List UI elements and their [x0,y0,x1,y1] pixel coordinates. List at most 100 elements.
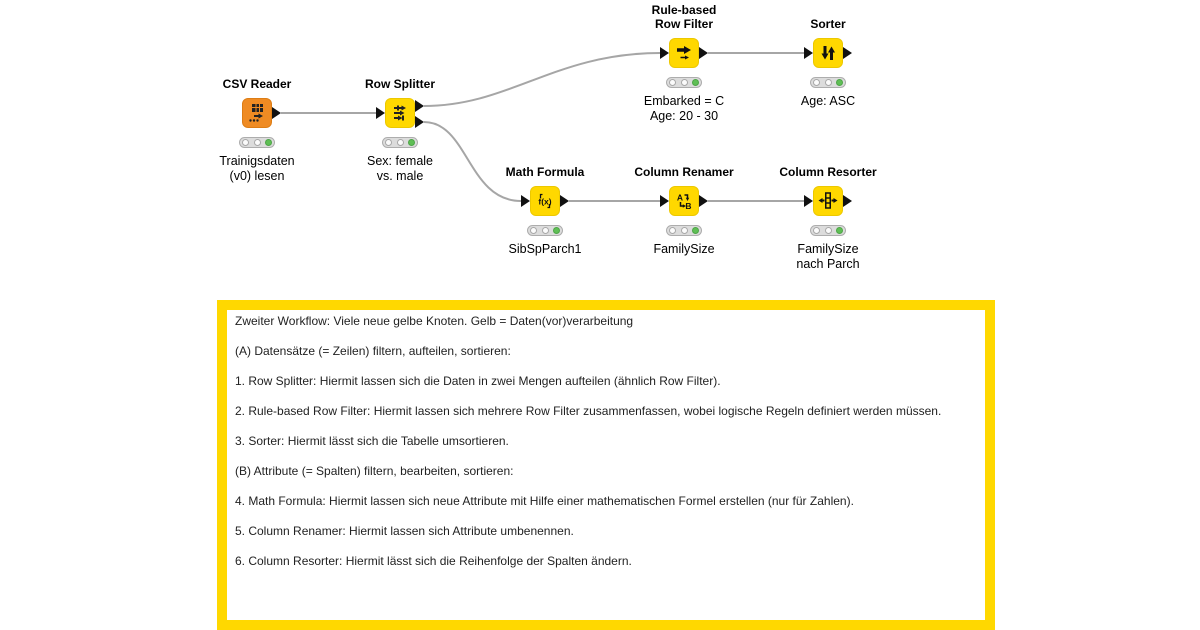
node-label-line: FamilySize [797,242,859,256]
input-port[interactable] [376,107,385,119]
node-label-line: (v0) lesen [229,169,285,183]
node-label-line: Trainigsdaten [219,154,295,168]
node-label[interactable]: Age: ASC [801,94,855,109]
status-yellow-dot [253,139,261,146]
node-row-splitter[interactable]: Row Splitter Sex: female vs. male [365,77,435,183]
status-yellow-dot [824,227,832,234]
annotation-line: 4. Math Formula: Hiermit lassen sich neu… [235,494,854,508]
node-title-line: Row Filter [654,17,713,31]
annotation-line: (B) Attribute (= Spalten) filtern, bearb… [235,464,514,478]
node-label[interactable]: FamilySize nach Parch [796,242,859,272]
node-title-line: Column Renamer [634,165,734,179]
output-port[interactable] [272,107,281,119]
node-title: Column Resorter [779,165,876,179]
node-column-resorter[interactable]: Column Resorter FamilySize nach Parch [779,165,876,271]
node-label-line: Sex: female [366,154,434,168]
node-label-line: Embarked = C [643,94,725,108]
node-status-traffic-light [239,137,275,148]
node-title: CSV Reader [223,77,292,91]
node-label[interactable]: Embarked = C Age: 20 - 30 [644,94,724,124]
row-splitter-icon[interactable] [385,98,415,128]
input-port[interactable] [660,47,669,59]
annotation-line: 3. Sorter: Hiermit lässt sich die Tabell… [235,434,509,448]
node-label[interactable]: Sex: female vs. male [367,154,433,184]
sorter-icon[interactable] [813,38,843,68]
node-math-formula[interactable]: Math Formula f(x) SibSpParch1 [506,165,585,256]
input-port[interactable] [804,47,813,59]
status-red-dot [813,227,820,234]
status-yellow-dot [396,139,404,146]
node-title-line: Row Splitter [364,77,436,91]
output-port[interactable] [843,47,852,59]
csv-reader-icon[interactable] [242,98,272,128]
connection-rowsplitter-rulefilter[interactable] [423,52,661,107]
node-status-traffic-light [382,137,418,148]
connection-rowsplitter-mathformula[interactable] [423,121,522,202]
node-title-line: Sorter [810,17,846,31]
node-label[interactable]: SibSpParch1 [509,242,582,257]
status-green-dot [692,227,699,234]
node-status-traffic-light [527,225,563,236]
status-green-dot [692,79,699,86]
node-sorter[interactable]: Sorter Age: ASC [801,17,855,108]
node-csv-reader[interactable]: CSV Reader Trainigsdaten (v0) lesen [219,77,294,183]
node-title-line: Column Resorter [779,165,877,179]
output-port-top[interactable] [415,100,424,112]
status-green-dot [836,79,843,86]
input-port[interactable] [521,195,530,207]
annotation-line: 1. Row Splitter: Hiermit lassen sich die… [235,374,721,388]
node-rule-based-row-filter[interactable]: Rule-based Row Filter Embarked = C Age: … [644,3,724,123]
annotation-line: 6. Column Resorter: Hiermit lässt sich d… [235,554,632,568]
node-title-line: Rule-based [651,3,717,17]
status-red-dot [530,227,537,234]
node-label[interactable]: FamilySize [653,242,714,257]
workflow-annotation[interactable]: Zweiter Workflow: Viele neue gelbe Knote… [217,300,995,630]
node-label-line: vs. male [376,169,424,183]
output-port[interactable] [843,195,852,207]
column-resorter-icon[interactable] [813,186,843,216]
input-port[interactable] [804,195,813,207]
status-green-dot [408,139,415,146]
annotation-line: 2. Rule-based Row Filter: Hiermit lassen… [235,404,942,418]
node-column-renamer[interactable]: Column Renamer A B FamilySize [634,165,733,256]
input-port[interactable] [660,195,669,207]
annotation-line: Zweiter Workflow: Viele neue gelbe Knote… [235,314,634,328]
node-label-line: nach Parch [796,257,860,271]
status-red-dot [813,79,820,86]
node-label-line: Age: ASC [800,94,856,108]
node-status-traffic-light [810,225,846,236]
status-red-dot [385,139,392,146]
node-status-traffic-light [810,77,846,88]
status-yellow-dot [680,79,688,86]
column-renamer-icon[interactable]: A B [669,186,699,216]
status-red-dot [669,227,676,234]
node-title: Column Renamer [634,165,733,179]
status-yellow-dot [541,227,549,234]
svg-text:B: B [685,201,691,211]
status-red-dot [669,79,676,86]
status-red-dot [242,139,249,146]
status-yellow-dot [680,227,688,234]
node-title: Math Formula [506,165,585,179]
node-title-line: CSV Reader [222,77,292,91]
node-label-line: Age: 20 - 30 [649,109,719,123]
svg-text:f(x): f(x) [538,197,551,207]
rule-based-row-filter-icon[interactable] [669,38,699,68]
output-port[interactable] [699,195,708,207]
svg-text:A: A [677,193,683,203]
output-port-bottom[interactable] [415,116,424,128]
math-formula-icon[interactable]: f(x) [530,186,560,216]
node-label[interactable]: Trainigsdaten (v0) lesen [219,154,294,184]
status-yellow-dot [824,79,832,86]
output-port[interactable] [560,195,569,207]
node-title-line: Math Formula [505,165,585,179]
node-title: Sorter [810,17,845,31]
output-port[interactable] [699,47,708,59]
node-label-line: FamilySize [653,242,715,256]
node-title: Rule-based Row Filter [652,3,717,31]
status-green-dot [553,227,560,234]
node-label-line: SibSpParch1 [508,242,582,256]
status-green-dot [836,227,843,234]
